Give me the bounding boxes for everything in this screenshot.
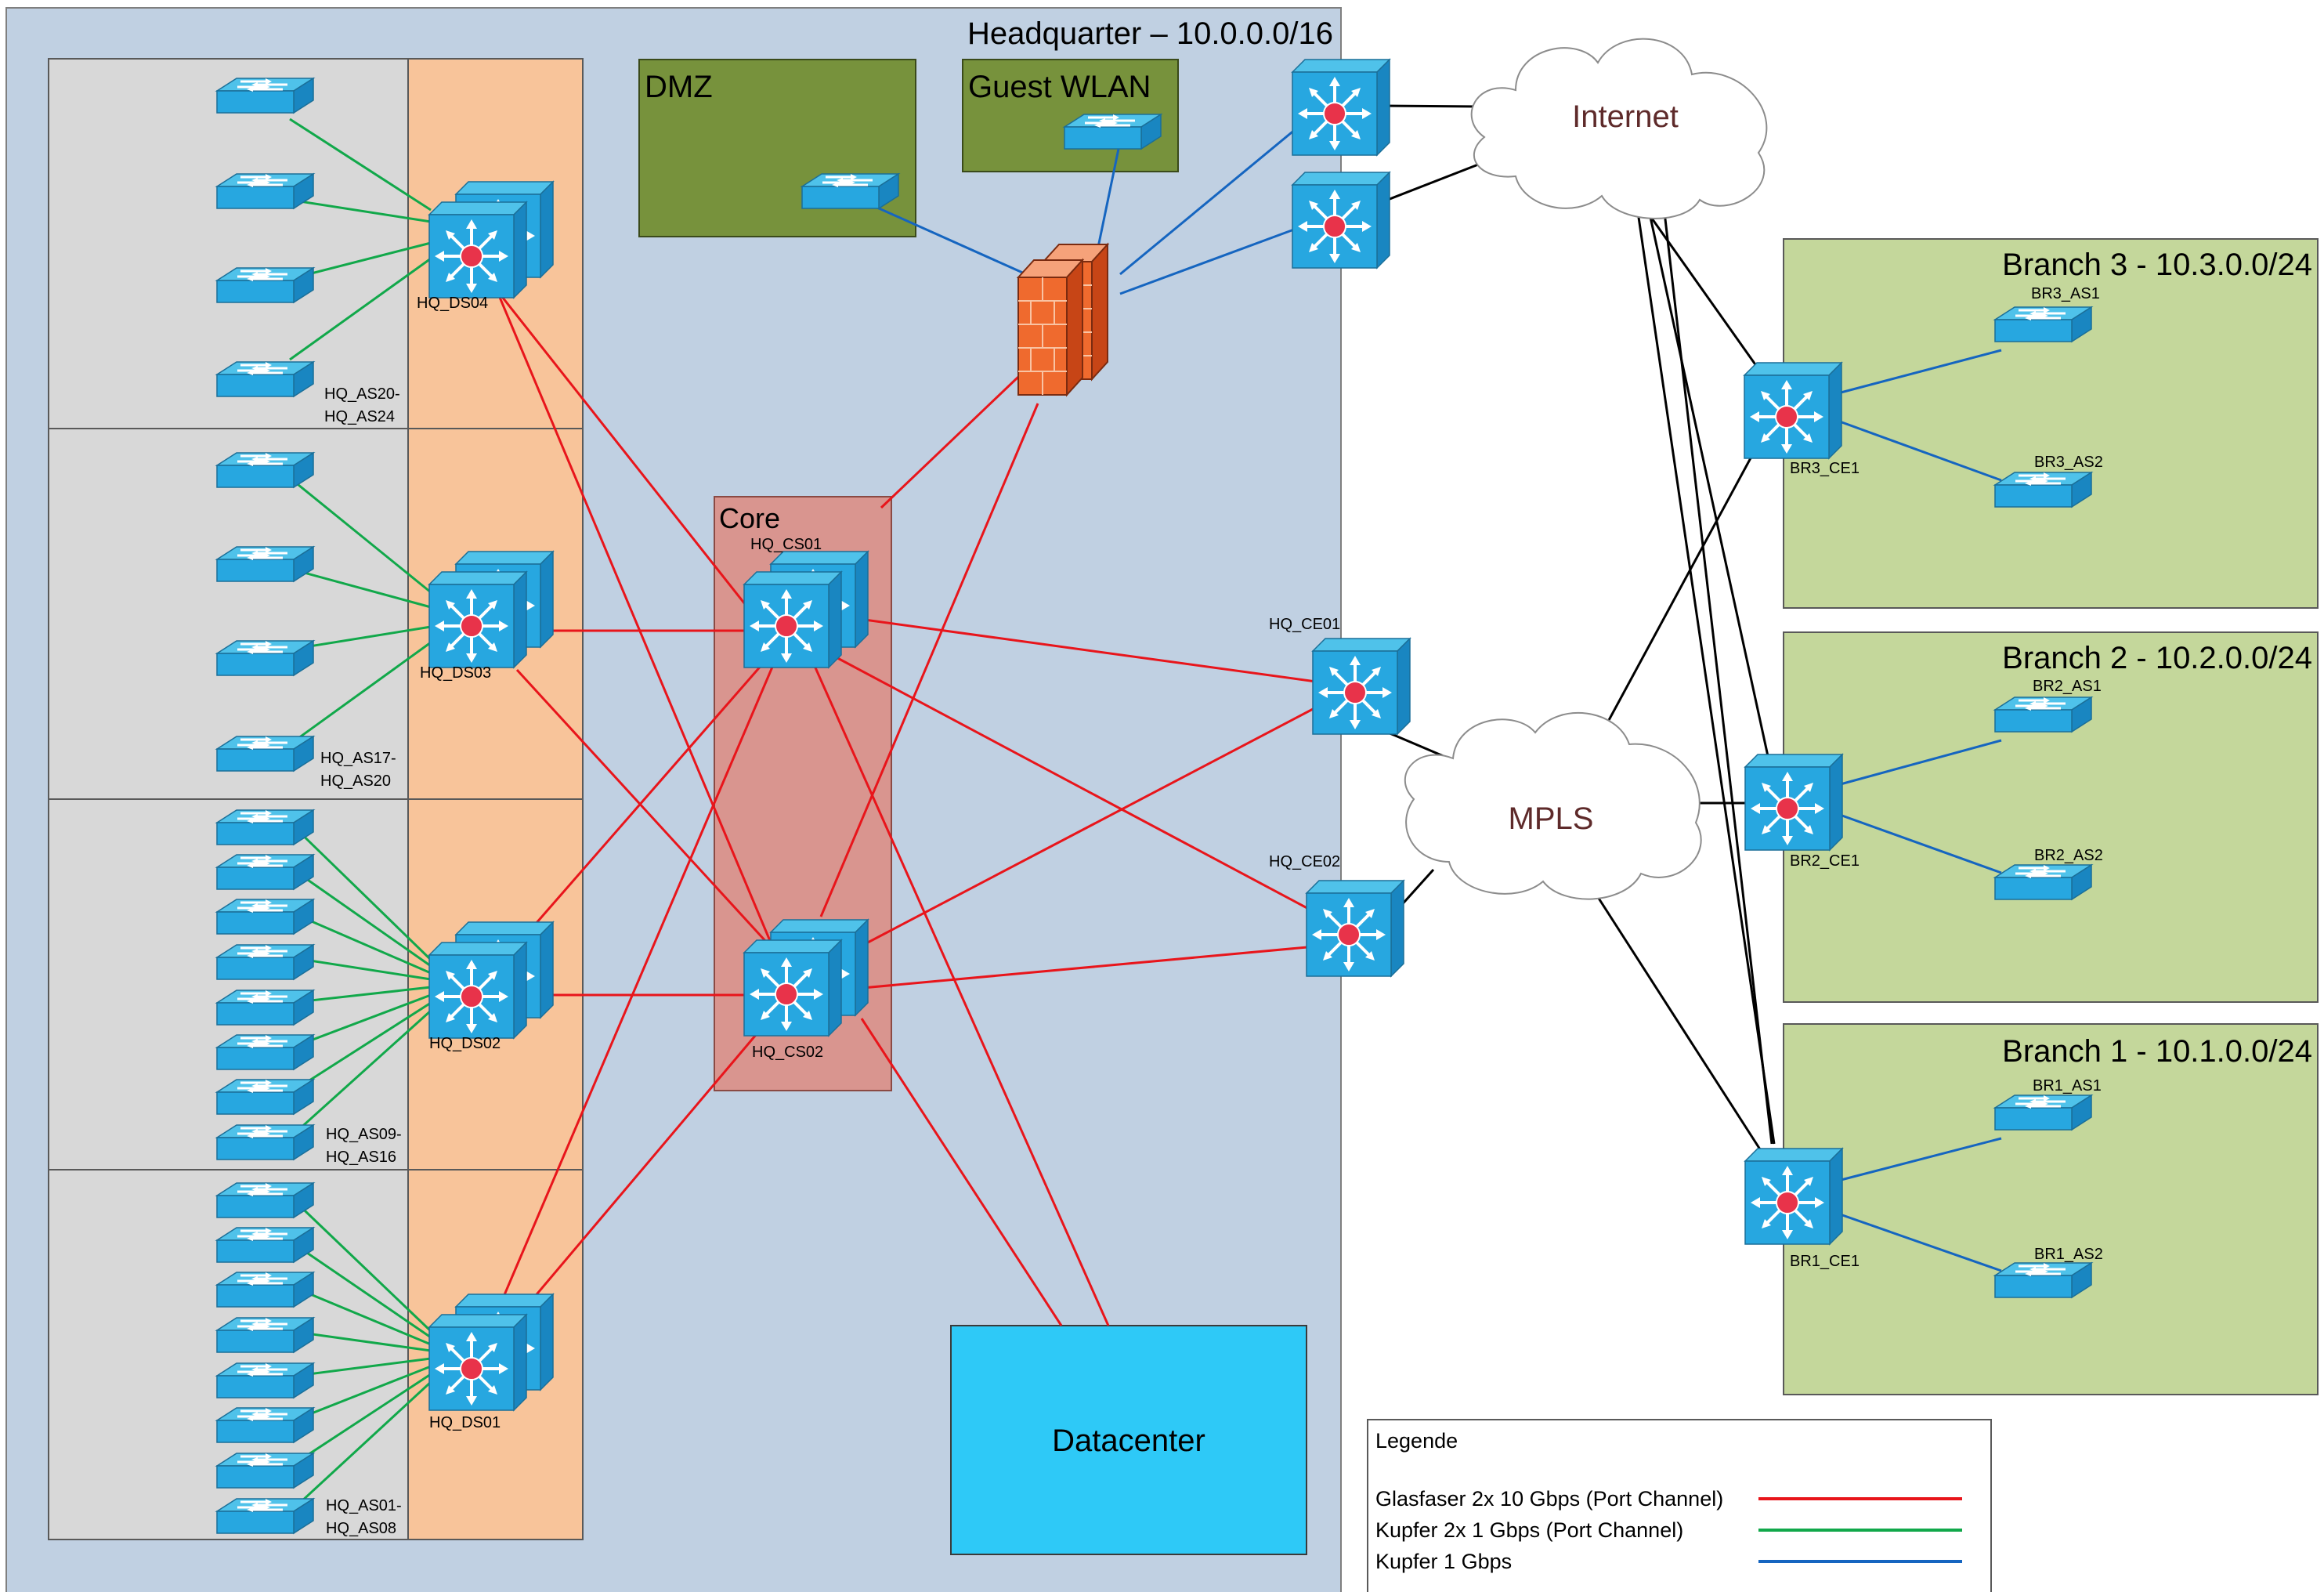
hq-ds04-range-line1: HQ_AS20- (324, 385, 400, 403)
access-switch-icon[interactable] (215, 1497, 315, 1535)
hq-ce02-router-icon[interactable] (1305, 879, 1405, 978)
internet-router-2-icon[interactable] (1291, 171, 1391, 270)
access-switch-icon[interactable] (215, 1226, 315, 1264)
access-switch-icon[interactable] (215, 1452, 315, 1489)
access-switch-icon[interactable] (215, 77, 315, 114)
access-switch-icon[interactable] (215, 1033, 315, 1071)
hq-cs02-label: HQ_CS02 (752, 1044, 823, 1061)
mpls-cloud-label: MPLS (1509, 801, 1594, 836)
access-switch-icon[interactable] (215, 1271, 315, 1308)
branch3-title: Branch 3 - 10.3.0.0/24 (2002, 248, 2312, 282)
access-switch-icon[interactable] (215, 172, 315, 210)
copper-links (876, 124, 2002, 1272)
access-switch-icon[interactable] (215, 809, 315, 846)
hq-ds04-label: HQ_DS04 (417, 295, 488, 312)
access-switch-icon[interactable] (215, 1362, 315, 1399)
legend-title: Legende (1375, 1429, 1458, 1453)
hq-ds01-range-line1: HQ_AS01- (326, 1497, 402, 1514)
datacenter-label: Datacenter (1052, 1424, 1205, 1458)
access-switch-icon[interactable] (215, 735, 315, 772)
links (288, 104, 2002, 1514)
datacenter-zone[interactable] (950, 1325, 1307, 1555)
access-switch-icon[interactable] (215, 639, 315, 677)
access-switch-icon[interactable] (215, 943, 315, 981)
br3-as1-switch-icon[interactable] (1993, 306, 2093, 343)
br1-as2-label: BR1_AS2 (2034, 1246, 2103, 1263)
guest-wlan-switch-icon[interactable] (1063, 113, 1162, 150)
br2-ce1-label: BR2_CE1 (1790, 852, 1860, 870)
hq-ce02-label: HQ_CE02 (1269, 853, 1340, 870)
access-switch-icon[interactable] (215, 1078, 315, 1116)
br2-ce1-router-icon[interactable] (1744, 753, 1844, 852)
legend-item-label: Kupfer 1 Gbps (1375, 1550, 1512, 1573)
br3-ce1-label: BR3_CE1 (1790, 460, 1860, 477)
access-switch-icon[interactable] (215, 1181, 315, 1219)
br3-ce1-router-icon[interactable] (1743, 361, 1843, 460)
internet-cloud-label: Internet (1572, 100, 1679, 134)
internet-router-1-icon[interactable] (1291, 58, 1391, 157)
br3-as2-label: BR3_AS2 (2034, 454, 2103, 471)
internet-cloud: Internet (1470, 38, 1768, 219)
access-switch-icon[interactable] (215, 360, 315, 398)
access-switch-icon[interactable] (215, 1316, 315, 1354)
br1-as2-switch-icon[interactable] (1993, 1261, 2093, 1299)
hq-ds04-range-line2: HQ_AS24 (324, 408, 395, 425)
br3-as2-switch-icon[interactable] (1993, 471, 2093, 508)
br3-as1-label: BR3_AS1 (2031, 285, 2100, 302)
hq-ce01-router-icon[interactable] (1311, 637, 1411, 736)
access-switch-icon[interactable] (215, 853, 315, 891)
br2-as2-label: BR2_AS2 (2034, 847, 2103, 864)
hq-ds03-range-line1: HQ_AS17- (320, 750, 396, 767)
access-switch-icon[interactable] (215, 989, 315, 1026)
branch2-title: Branch 2 - 10.2.0.0/24 (2002, 641, 2312, 675)
branch2-zone (1783, 631, 2319, 1003)
firewall-icon[interactable] (1017, 244, 1108, 396)
access-switch-icon[interactable] (215, 898, 315, 935)
hq-ds01-label: HQ_DS01 (429, 1414, 501, 1431)
headquarter-title: Headquarter – 10.0.0.0/16 (967, 16, 1333, 51)
access-switch-icon[interactable] (215, 545, 315, 583)
br1-as1-label: BR1_AS1 (2033, 1077, 2102, 1094)
mpls-cloud: MPLS (1404, 711, 1702, 900)
legend-box (1367, 1419, 1992, 1592)
legend-item-label: Kupfer 2x 1 Gbps (Port Channel) (1375, 1518, 1683, 1542)
br2-as1-switch-icon[interactable] (1993, 696, 2093, 733)
hq-ds03-label: HQ_DS03 (420, 664, 491, 682)
br2-as1-label: BR2_AS1 (2033, 678, 2102, 695)
hq-ds02-label: HQ_DS02 (429, 1035, 501, 1052)
br2-as2-switch-icon[interactable] (1993, 863, 2093, 901)
hq-ds02-range-line1: HQ_AS09- (326, 1126, 402, 1143)
hq-ds03-range-line2: HQ_AS20 (320, 772, 391, 790)
branch3-zone (1783, 238, 2319, 609)
wan-links (1350, 104, 1780, 1172)
br1-as1-switch-icon[interactable] (1993, 1094, 2093, 1131)
fiber-portchannel-links (495, 289, 1317, 1326)
legend-item-label: Glasfaser 2x 10 Gbps (Port Channel) (1375, 1487, 1723, 1511)
access-switch-icon[interactable] (215, 266, 315, 304)
guest-wlan-label: Guest WLAN (968, 70, 1151, 104)
dmz-label: DMZ (645, 70, 713, 104)
branch1-zone (1783, 1023, 2319, 1395)
dmz-switch-icon[interactable] (801, 172, 900, 210)
branch1-title: Branch 1 - 10.1.0.0/24 (2002, 1034, 2312, 1069)
access-switch-icon[interactable] (215, 1123, 315, 1161)
br1-ce1-label: BR1_CE1 (1790, 1253, 1860, 1270)
access-switch-icon[interactable] (215, 1406, 315, 1444)
hq-ds01-range-line2: HQ_AS08 (326, 1520, 396, 1537)
access-switch-icon[interactable] (215, 451, 315, 489)
core-label: Core (719, 502, 780, 534)
legend-items: Glasfaser 2x 10 Gbps (Port Channel) Kupfe… (1375, 1487, 1962, 1573)
hq-ds02-range-line2: HQ_AS16 (326, 1149, 396, 1166)
br1-ce1-router-icon[interactable] (1744, 1147, 1844, 1246)
hq-cs01-label: HQ_CS01 (750, 536, 822, 553)
hq-ce01-label: HQ_CE01 (1269, 616, 1340, 633)
